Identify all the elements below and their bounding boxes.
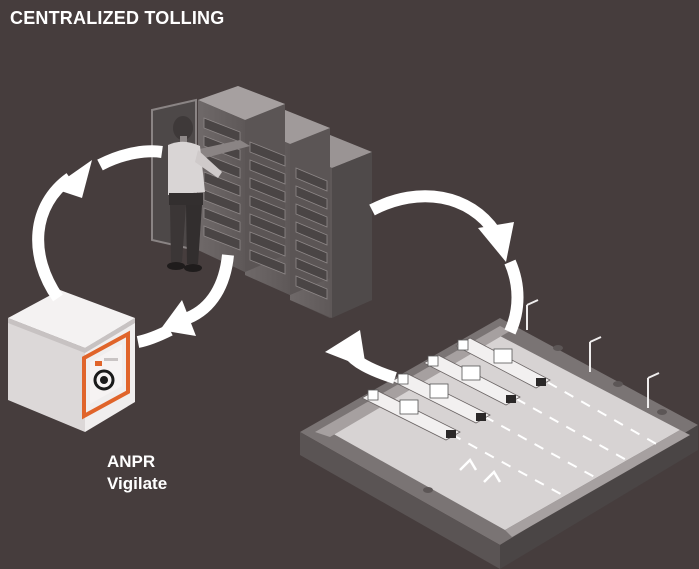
anpr-label: ANPR Vigilate xyxy=(107,451,167,495)
diagram-title: CENTRALIZED TOLLING xyxy=(10,8,225,28)
operator-icon xyxy=(167,116,222,272)
toll-plaza-icon xyxy=(300,299,698,569)
anpr-camera-box-icon xyxy=(8,290,135,432)
anpr-label-line2: Vigilate xyxy=(107,474,168,493)
server-racks-icon xyxy=(151,86,372,318)
anpr-label-line1: ANPR xyxy=(107,452,156,471)
